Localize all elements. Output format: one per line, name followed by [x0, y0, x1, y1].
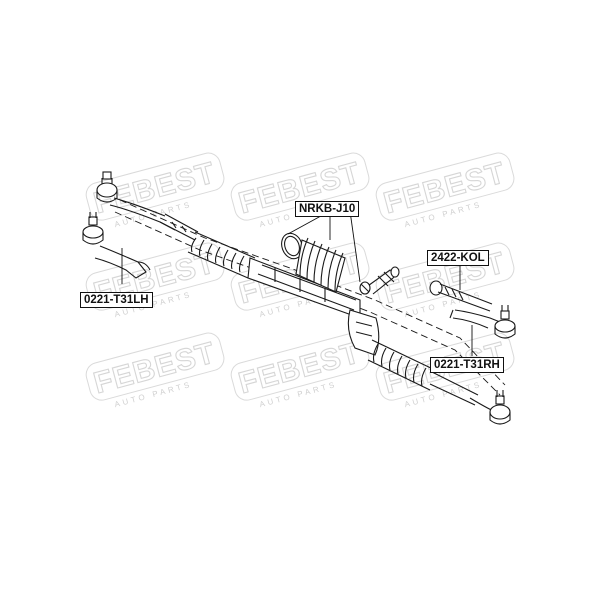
part-label-kol: 2422-KOL	[427, 250, 489, 266]
part-inner-tie-rod	[429, 280, 493, 312]
part-lh-tie-rod-end	[82, 212, 151, 279]
part-label-lh: 0221-T31LH	[80, 292, 153, 308]
part-rh-tie-rod-end	[449, 305, 516, 339]
left-bellows	[187, 231, 256, 279]
right-outer-ball-joint	[469, 390, 511, 425]
part-boot-kit	[281, 232, 371, 295]
pinion-column	[347, 266, 400, 356]
part-label-rh: 0221-T31RH	[430, 357, 504, 373]
steering-rack-assembly	[96, 171, 511, 425]
left-outer-ball-joint	[96, 171, 176, 231]
part-label-nrkb: NRKB-J10	[295, 201, 360, 217]
right-bellows	[367, 339, 436, 391]
